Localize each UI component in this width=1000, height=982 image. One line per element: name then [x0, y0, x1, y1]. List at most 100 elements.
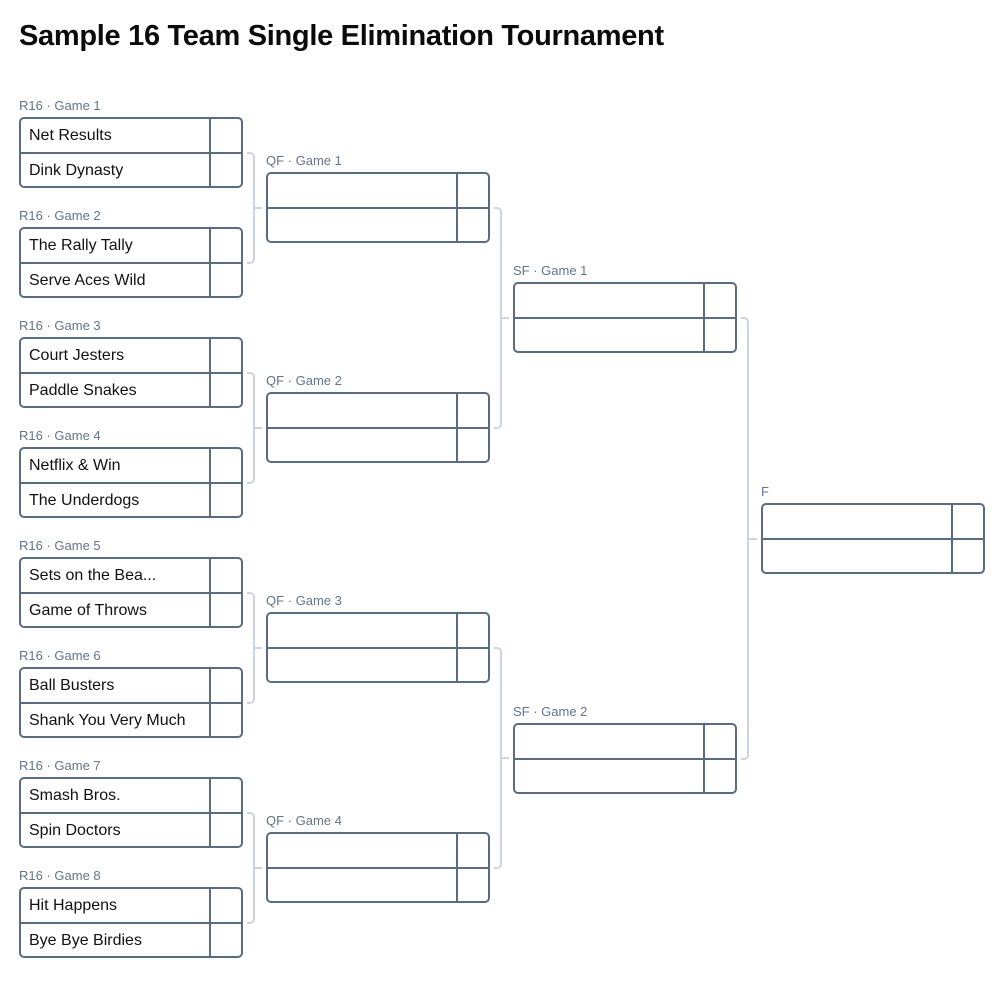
match-r16-8: R16 · Game 8 Hit Happens Bye Bye Birdies — [19, 868, 243, 958]
team-name — [515, 284, 703, 317]
match-box[interactable] — [266, 392, 490, 463]
match-label: QF · Game 3 — [266, 593, 342, 608]
team-slot-bottom[interactable] — [763, 540, 983, 572]
connector-tick — [501, 757, 509, 759]
team-slot-bottom[interactable]: The Underdogs — [21, 484, 241, 516]
team-slot-bottom[interactable] — [268, 649, 488, 681]
score-cell[interactable] — [456, 429, 488, 461]
match-box[interactable] — [513, 723, 737, 794]
team-slot-top[interactable]: Hit Happens — [21, 889, 241, 924]
match-label: R16 · Game 5 — [19, 538, 101, 553]
team-slot-bottom[interactable]: Game of Throws — [21, 594, 241, 626]
score-cell[interactable] — [209, 779, 241, 812]
match-r16-3: R16 · Game 3 Court Jesters Paddle Snakes — [19, 318, 243, 408]
match-qf-3: QF · Game 3 — [266, 593, 490, 683]
team-slot-top[interactable] — [268, 614, 488, 649]
team-name — [763, 540, 951, 572]
team-slot-top[interactable]: Ball Busters — [21, 669, 241, 704]
team-slot-top[interactable]: Sets on the Bea... — [21, 559, 241, 594]
match-box[interactable]: Net Results Dink Dynasty — [19, 117, 243, 188]
team-slot-top[interactable] — [268, 174, 488, 209]
match-box[interactable]: Court Jesters Paddle Snakes — [19, 337, 243, 408]
match-box[interactable]: The Rally Tally Serve Aces Wild — [19, 227, 243, 298]
match-box[interactable] — [266, 832, 490, 903]
team-slot-top[interactable] — [515, 284, 735, 319]
team-slot-bottom[interactable]: Bye Bye Birdies — [21, 924, 241, 956]
match-box[interactable]: Ball Busters Shank You Very Much — [19, 667, 243, 738]
match-r16-6: R16 · Game 6 Ball Busters Shank You Very… — [19, 648, 243, 738]
team-slot-top[interactable]: Net Results — [21, 119, 241, 154]
match-label: R16 · Game 3 — [19, 318, 101, 333]
score-cell[interactable] — [209, 669, 241, 702]
score-cell[interactable] — [209, 154, 241, 186]
team-slot-bottom[interactable]: Dink Dynasty — [21, 154, 241, 186]
team-slot-top[interactable]: Netflix & Win — [21, 449, 241, 484]
team-slot-top[interactable] — [268, 394, 488, 429]
score-cell[interactable] — [951, 505, 983, 538]
score-cell[interactable] — [951, 540, 983, 572]
match-label: SF · Game 2 — [513, 704, 588, 719]
connector-tick — [501, 317, 509, 319]
team-name: Sets on the Bea... — [29, 567, 157, 584]
team-name: Netflix & Win — [29, 457, 121, 474]
team-slot-top[interactable] — [763, 505, 983, 540]
match-box[interactable]: Sets on the Bea... Game of Throws — [19, 557, 243, 628]
team-slot-bottom[interactable] — [515, 319, 735, 351]
team-slot-top[interactable]: The Rally Tally — [21, 229, 241, 264]
team-slot-bottom[interactable]: Shank You Very Much — [21, 704, 241, 736]
score-cell[interactable] — [209, 484, 241, 516]
team-slot-top[interactable]: Smash Bros. — [21, 779, 241, 814]
match-r16-2: R16 · Game 2 The Rally Tally Serve Aces … — [19, 208, 243, 298]
score-cell[interactable] — [703, 760, 735, 792]
score-cell[interactable] — [209, 889, 241, 922]
team-slot-top[interactable]: Court Jesters — [21, 339, 241, 374]
team-slot-bottom[interactable] — [268, 429, 488, 461]
score-cell[interactable] — [209, 119, 241, 152]
score-cell[interactable] — [209, 924, 241, 956]
score-cell[interactable] — [209, 264, 241, 296]
team-slot-bottom[interactable] — [515, 760, 735, 792]
score-cell[interactable] — [209, 814, 241, 846]
match-box[interactable]: Smash Bros. Spin Doctors — [19, 777, 243, 848]
score-cell[interactable] — [456, 834, 488, 867]
match-box[interactable] — [266, 612, 490, 683]
score-cell[interactable] — [703, 725, 735, 758]
score-cell[interactable] — [703, 319, 735, 351]
team-name: Serve Aces Wild — [29, 272, 146, 289]
score-cell[interactable] — [456, 649, 488, 681]
score-cell[interactable] — [456, 394, 488, 427]
match-box[interactable] — [266, 172, 490, 243]
score-cell[interactable] — [456, 209, 488, 241]
score-cell[interactable] — [209, 229, 241, 262]
team-slot-top[interactable] — [515, 725, 735, 760]
connector-tick — [748, 538, 757, 540]
match-box[interactable] — [761, 503, 985, 574]
match-label: R16 · Game 4 — [19, 428, 101, 443]
score-cell[interactable] — [456, 174, 488, 207]
match-qf-4: QF · Game 4 — [266, 813, 490, 903]
score-cell[interactable] — [209, 594, 241, 626]
match-r16-5: R16 · Game 5 Sets on the Bea... Game of … — [19, 538, 243, 628]
score-cell[interactable] — [456, 869, 488, 901]
match-box[interactable] — [513, 282, 737, 353]
score-cell[interactable] — [209, 339, 241, 372]
score-cell[interactable] — [209, 559, 241, 592]
team-slot-bottom[interactable] — [268, 209, 488, 241]
team-slot-bottom[interactable] — [268, 869, 488, 901]
match-label: F — [761, 484, 769, 499]
score-cell[interactable] — [703, 284, 735, 317]
team-name — [268, 429, 456, 461]
score-cell[interactable] — [209, 704, 241, 736]
score-cell[interactable] — [209, 374, 241, 406]
team-name: Smash Bros. — [29, 787, 121, 804]
team-name: Dink Dynasty — [29, 162, 124, 179]
match-box[interactable]: Hit Happens Bye Bye Birdies — [19, 887, 243, 958]
score-cell[interactable] — [456, 614, 488, 647]
match-box[interactable]: Netflix & Win The Underdogs — [19, 447, 243, 518]
team-slot-bottom[interactable]: Paddle Snakes — [21, 374, 241, 406]
score-cell[interactable] — [209, 449, 241, 482]
team-slot-top[interactable] — [268, 834, 488, 869]
match-label: QF · Game 2 — [266, 373, 342, 388]
team-slot-bottom[interactable]: Serve Aces Wild — [21, 264, 241, 296]
team-slot-bottom[interactable]: Spin Doctors — [21, 814, 241, 846]
